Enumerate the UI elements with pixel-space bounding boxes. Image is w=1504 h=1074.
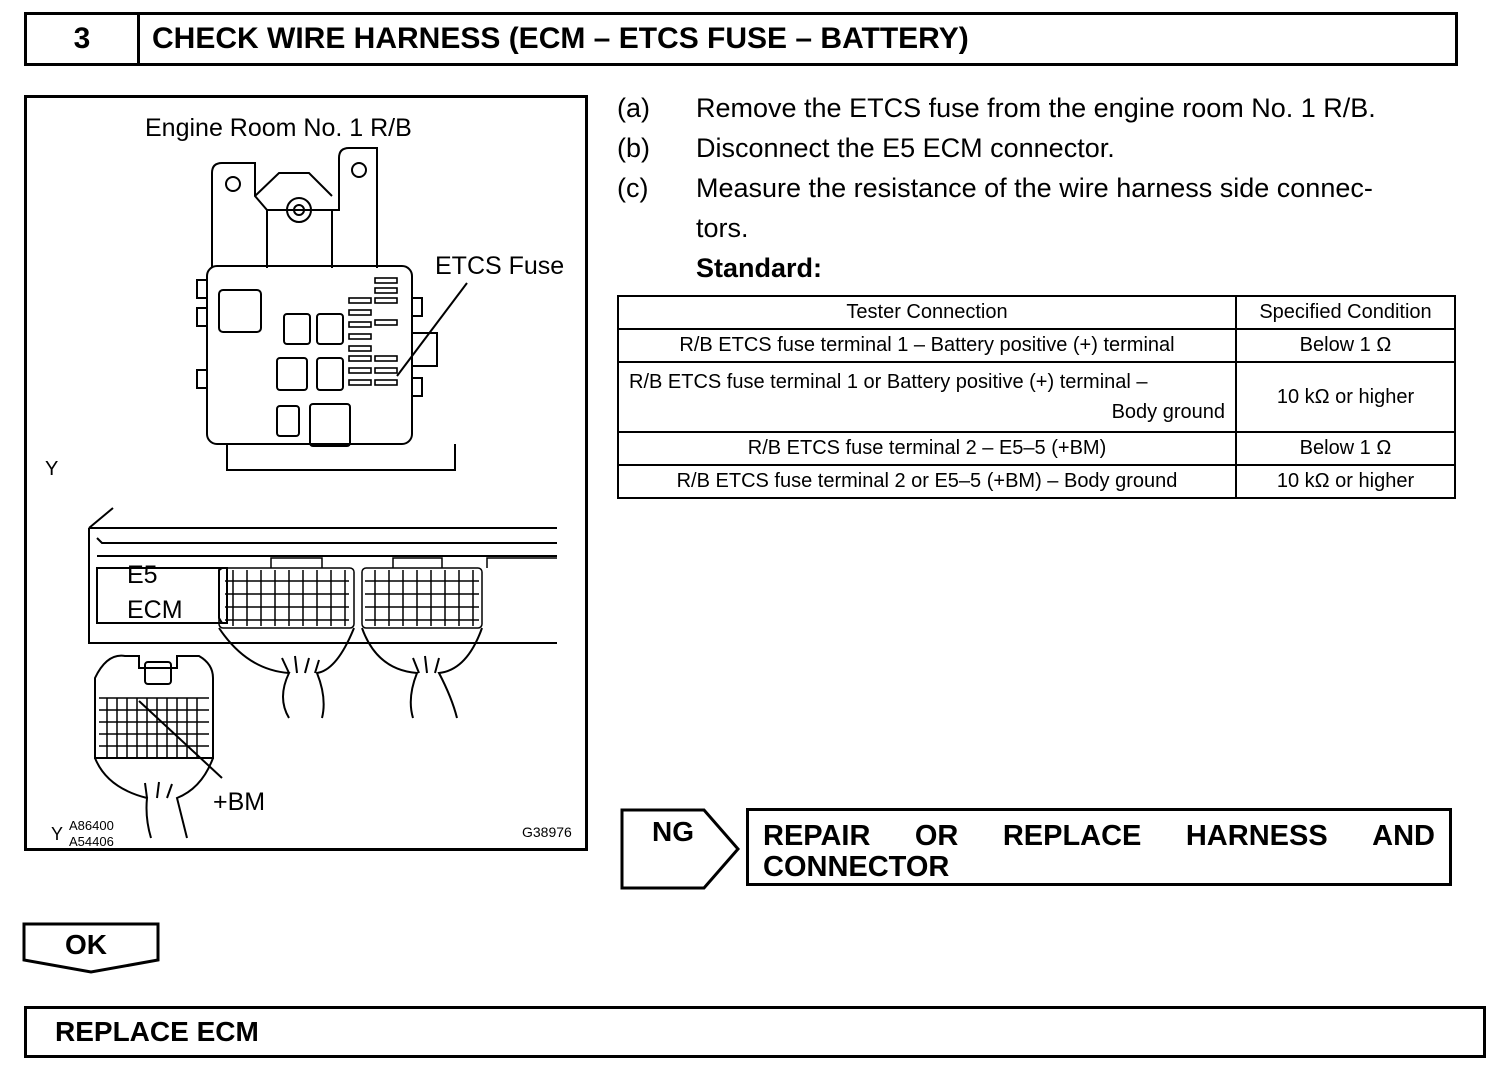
cell-connection-line1: R/B ETCS fuse terminal 1 or Battery posi… [629,371,1148,393]
figure-code-2: A54406 [69,834,114,849]
bm-terminal-label: +BM [213,788,266,816]
ng-word: HARNESS [1185,820,1328,852]
e5-label: E5 [127,561,158,589]
ecm-label: ECM [127,596,183,624]
ng-action-line1: REPAIR OR REPLACE HARNESS AND [763,821,1435,852]
cell-condition: Below 1 Ω [1235,328,1456,363]
ng-word: AND [1372,820,1435,852]
cell-condition: Below 1 Ω [1235,431,1456,466]
table-row: R/B ETCS fuse terminal 1 – Battery posit… [617,328,1456,363]
cell-connection: R/B ETCS fuse terminal 2 – E5–5 (+BM) [617,431,1237,466]
cell-condition: 10 kΩ or higher [1235,464,1456,499]
final-action-box: REPLACE ECM [24,1006,1486,1058]
y-mark-label: Y [45,458,59,480]
ng-action-line2: CONNECTOR [763,851,950,883]
table-row: R/B ETCS fuse terminal 2 or E5–5 (+BM) –… [617,464,1456,499]
step-c: (c) Measure the resistance of the wire h… [617,168,1467,248]
ok-arrow-shape [22,922,160,974]
illustration-svg [88,147,557,839]
step-c-label: (c) [617,173,649,203]
header-tester-connection: Tester Connection [617,295,1237,330]
step-title: CHECK WIRE HARNESS (ECM – ETCS FUSE – BA… [152,22,969,55]
step-c-text-line2: tors. [696,213,749,243]
specification-table: Tester Connection Specified Condition R/… [617,295,1456,499]
table-row: R/B ETCS fuse terminal 1 or Battery posi… [617,361,1456,433]
ng-action-box: REPAIR OR REPLACE HARNESS AND CONNECTOR [746,808,1452,886]
cell-connection-line2: Body ground [1111,401,1225,423]
relay-block-label: Engine Room No. 1 R/B [145,114,412,142]
step-number: 3 [27,15,140,63]
ok-label: OK [65,929,107,960]
cell-connection: R/B ETCS fuse terminal 1 or Battery posi… [617,361,1237,433]
ng-word: REPAIR [763,820,871,852]
ng-word: REPLACE [1002,820,1142,852]
wiring-illustration: Engine Room No. 1 R/B ETCS Fuse Y E5 ECM… [24,95,588,851]
step-b-label: (b) [617,133,650,163]
step-header: 3 CHECK WIRE HARNESS (ECM – ETCS FUSE – … [24,12,1458,66]
header-specified-condition: Specified Condition [1235,295,1456,330]
step-a: (a) Remove the ETCS fuse from the engine… [617,88,1467,128]
figure-code-1: A86400 [69,818,114,833]
figure-code-3: G38976 [522,824,572,840]
cell-connection: R/B ETCS fuse terminal 2 or E5–5 (+BM) –… [617,464,1237,499]
table-row: R/B ETCS fuse terminal 2 – E5–5 (+BM) Be… [617,431,1456,466]
cell-condition: 10 kΩ or higher [1235,361,1456,433]
table-header-row: Tester Connection Specified Condition [617,295,1456,330]
step-a-text: Remove the ETCS fuse from the engine roo… [696,93,1376,123]
step-a-label: (a) [617,93,650,123]
ecm-drawing [88,507,557,719]
procedure-steps: (a) Remove the ETCS fuse from the engine… [617,88,1467,288]
cell-connection: R/B ETCS fuse terminal 1 – Battery posit… [617,328,1237,363]
relay-block-drawing [196,147,468,471]
step-b-text: Disconnect the E5 ECM connector. [696,133,1115,163]
step-c-text-line1: Measure the resistance of the wire harne… [696,173,1373,203]
ng-label: NG [652,816,694,847]
etcs-fuse-label: ETCS Fuse [435,252,565,280]
standard-label: Standard: [696,253,823,283]
ng-arrow-shape [620,808,740,890]
e5-connector-drawing [94,654,223,839]
step-b: (b) Disconnect the E5 ECM connector. [617,128,1467,168]
y-mark-bottom-label: Y [51,824,64,844]
ng-word: OR [914,820,959,852]
